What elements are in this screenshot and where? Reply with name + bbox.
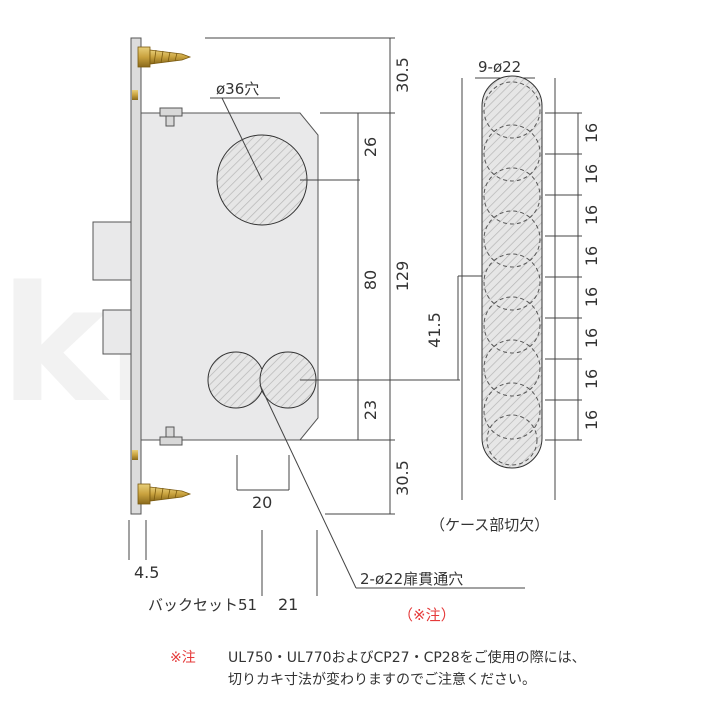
- dim-face-4-5: 4.5: [134, 563, 159, 582]
- through-hole-label: 2-ø22扉貫通穴: [360, 570, 463, 588]
- dead-bolt: [102, 309, 132, 355]
- face-mark-icon: [132, 450, 138, 460]
- pitch-label: 16: [582, 410, 601, 430]
- note-line-2: 切りカキ寸法が変わりますのでご注意ください。: [228, 671, 536, 688]
- pitch-label: 16: [582, 123, 601, 143]
- dim-bottom-gap: 30.5: [393, 460, 412, 496]
- latch-bolt: [92, 221, 132, 281]
- dim-lower: 23: [361, 400, 380, 420]
- slot-outline: [481, 75, 543, 469]
- case-cutout-label: （ケース部切欠）: [430, 516, 549, 534]
- pitch-label: 16: [582, 246, 601, 266]
- through-hole-left-icon: [207, 351, 265, 409]
- tab-bottom: [159, 436, 183, 446]
- lock-body: [92, 37, 319, 515]
- pitch-label: 16: [582, 369, 601, 389]
- hole-22-count-label: 9-ø22: [478, 58, 521, 76]
- pitch-label: 16: [582, 328, 601, 348]
- dimension-lines: [128, 37, 525, 596]
- pitch-labels: 16 16 16 16 16 16 16 16: [582, 123, 601, 430]
- top-screw-icon: [137, 46, 192, 68]
- note-marker: ※注: [170, 650, 196, 666]
- dim-21: 21: [278, 595, 298, 614]
- pitch-label: 16: [582, 287, 601, 307]
- note-line-1: UL750・UL770およびCP27・CP28をご使用の際には、: [228, 649, 586, 666]
- case-cutout: [461, 75, 582, 500]
- tab-bottom-stem: [165, 426, 175, 438]
- face-plate: [130, 37, 142, 515]
- dim-top-gap: 30.5: [393, 57, 412, 93]
- dim-offset: 41.5: [425, 312, 444, 348]
- pitch-label: 16: [582, 164, 601, 184]
- tab-top-stem: [165, 115, 175, 127]
- bottom-screw-icon: [137, 483, 192, 505]
- face-mark-icon: [132, 90, 138, 100]
- dim-middle: 80: [361, 270, 380, 290]
- backset-label: バックセット51: [148, 596, 257, 614]
- hole-36-label: ø36穴: [216, 80, 259, 98]
- dim-upper: 26: [361, 137, 380, 157]
- pitch-label: 16: [582, 205, 601, 225]
- note-marker-label: （※注）: [398, 606, 456, 624]
- slot-circles: [483, 81, 541, 466]
- pitch-ticks: [545, 112, 582, 441]
- tab-top: [159, 107, 183, 117]
- dim-total-height: 129: [393, 261, 412, 292]
- dim-spacing-20: 20: [252, 493, 272, 512]
